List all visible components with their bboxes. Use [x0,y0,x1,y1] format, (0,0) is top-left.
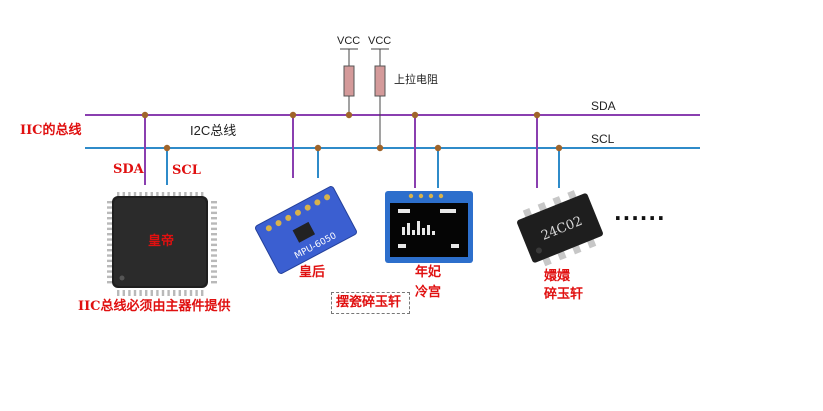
chip-pin [211,249,217,252]
chip-pin [107,249,113,252]
eeprom-caption-2: 碎玉轩 [544,287,584,302]
chip-pin [107,217,113,220]
chip-pin [107,281,113,284]
mpu-caption: 皇后 [299,265,326,280]
chip-pin [161,192,165,198]
chip-pin [107,233,113,236]
chip-pin [122,290,125,296]
master-caption: IIC总线必须由主器件提供 [78,299,231,314]
vcc-label-left: VCC [337,35,361,47]
junction-nodes [141,111,563,152]
chip-pin [173,192,176,198]
chip-pin [128,192,131,198]
sda-bus-label: SDA [591,99,616,113]
chip-pin [107,211,113,215]
oled-module-icon [385,191,473,263]
chip-pin [107,254,113,257]
chip-pin [133,192,137,198]
chip-pin [167,192,170,198]
chip-pin [117,290,120,296]
chip-pin [211,281,217,284]
chip-pin [145,290,148,296]
text-edit-box[interactable]: 摆瓷碎玉轩 [331,292,410,314]
chip-pin [107,201,113,204]
chip-pin [211,233,217,236]
chip-pin [156,192,159,198]
eeprom-caption-1: 嬛嬛 [544,269,571,284]
chip-pin [189,192,193,198]
iic-bus-label: IIC的总线 [20,123,82,138]
chip-pin [128,290,131,296]
oled-caption-2: 冷宫 [415,285,442,300]
chip-pin [211,238,217,241]
master-scl-label: SCL [172,163,201,178]
vcc-label-right: VCC [368,35,392,47]
chip-pin [211,275,217,279]
more-devices-ellipsis: ...... [614,201,666,225]
master-sda-label: SDA [113,162,144,177]
chip-pin [107,238,113,241]
chip-pin [201,290,204,296]
chip-pin [211,227,217,231]
scl-bus-label: SCL [591,132,615,146]
chip-pin [150,192,153,198]
master-chip-icon [107,192,217,296]
chip-pin [201,192,204,198]
chip-pin [184,192,187,198]
chip-pin [211,270,217,273]
resistor-left [343,65,355,97]
master-chip-label: 皇帝 [148,234,175,249]
chip-pin [156,290,159,296]
chip-pin [184,290,187,296]
chip-pin [211,265,217,268]
mpu6050-board-icon: MPU-6050 [255,186,357,274]
chip-pin [161,290,165,296]
chip-pin [195,290,198,296]
chip-pin [117,192,120,198]
chip-pin [107,270,113,273]
pullup-label: 上拉电阻 [394,74,438,86]
resistor-right [374,65,386,97]
chip-pin [211,259,217,263]
chip-pin [178,192,181,198]
chip-pin [139,290,142,296]
chip-pin [150,290,153,296]
text-edit-content[interactable]: 摆瓷碎玉轩 [336,295,402,310]
chip-pin [107,222,113,225]
chip-pin [167,290,170,296]
chip-pin [107,265,113,268]
chip-pin [107,259,113,263]
chip-pin [211,254,217,257]
chip-pin [107,275,113,279]
chip-pin [195,192,198,198]
chip-pin [211,206,217,209]
chip-pin [107,206,113,209]
pullup-resistors [340,48,389,148]
chip-pin [178,290,181,296]
chip-pin [211,217,217,220]
chip-pin [211,222,217,225]
chip-pin [211,211,217,215]
chip-pin [173,290,176,296]
chip-pin [189,290,193,296]
chip-pin [139,192,142,198]
eeprom-chip-icon: 24C02 [517,190,603,267]
chip-pin [107,243,113,247]
chip-pin [145,192,148,198]
oled-caption-1: 年妃 [415,265,442,280]
i2c-bus-label: I2C总线 [190,123,237,138]
chip-pin [211,201,217,204]
chip-pin [133,290,137,296]
chip-pin [211,243,217,247]
chip-pin [107,227,113,231]
chip-pin [122,192,125,198]
